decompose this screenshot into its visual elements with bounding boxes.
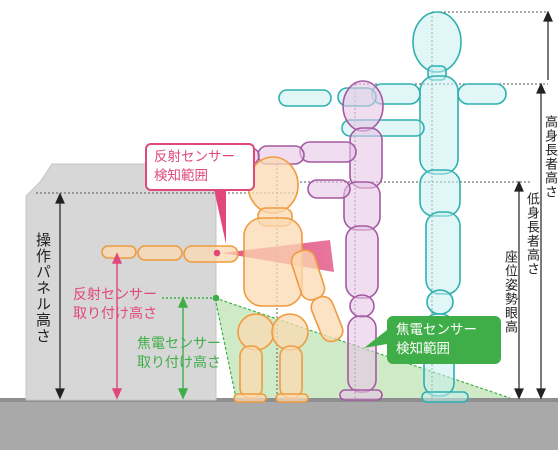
tall-height-label: 高身長者高さ: [542, 115, 557, 199]
pyro-detect-callout: 焦電センサー 検知範囲: [387, 316, 501, 364]
reflect-mount-label: 反射センサー 取り付け高さ: [73, 287, 157, 322]
reflect-detect-callout: 反射センサー 検知範囲: [145, 143, 255, 191]
seated-person-figure: [101, 156, 344, 403]
short-height-arrow: [536, 82, 546, 400]
short-height-label: 低身長者高さ: [524, 192, 539, 276]
reflective-mount-arrow: [111, 249, 221, 400]
seated-eye-label: 座位姿勢眼高: [502, 250, 517, 334]
floor: [0, 398, 558, 450]
panel-height-label: 操作パネル高さ: [34, 232, 52, 344]
seated-eye-arrow: [514, 180, 524, 400]
pyro-detect-label: 焦電センサー 検知範囲: [396, 322, 477, 357]
pyro-mount-arrow: [162, 294, 220, 400]
reflect-callout-pointer: [212, 180, 226, 244]
pyro-callout-pointer: [364, 330, 387, 348]
tall-height-arrow: [543, 10, 553, 80]
pyro-mount-label: 焦電センサー 取り付け高さ: [137, 336, 221, 371]
reflect-detect-label: 反射センサー 検知範囲: [154, 149, 235, 184]
panel-height-arrow: [55, 192, 65, 400]
